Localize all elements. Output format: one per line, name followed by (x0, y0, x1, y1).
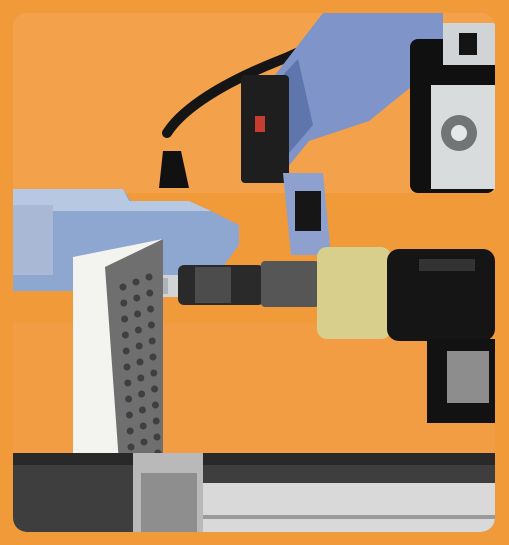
support-block (295, 191, 321, 231)
fixture-hole (147, 305, 155, 313)
fixture-hole (134, 310, 142, 318)
fixture-hole (151, 401, 159, 409)
fixture-hole (152, 417, 160, 425)
fixture-hole (125, 395, 133, 403)
fixture-hole (150, 369, 158, 377)
upper-arm-body (275, 13, 443, 173)
fixture-hole (125, 411, 133, 419)
fixture-hole (133, 294, 141, 302)
fixture-hole (153, 433, 161, 441)
fixture-hole (134, 326, 142, 334)
fixture-hole (149, 353, 157, 361)
fixture-hole (123, 363, 131, 371)
gold-collar (317, 247, 391, 339)
fixture-hole (119, 283, 127, 291)
fixture-hole (126, 427, 134, 435)
fixture-hole (147, 321, 155, 329)
rail-line (203, 515, 495, 519)
base-shadow (13, 453, 495, 465)
photo-frame (13, 13, 495, 532)
upper-arm-red-label (255, 116, 265, 132)
spindle-motor (387, 249, 495, 341)
blue-screen (13, 205, 53, 275)
fixture-hole (121, 331, 129, 339)
cable-strain-relief (159, 151, 189, 188)
fixture-hole (145, 273, 153, 281)
base-block (141, 473, 197, 532)
blue-table-top (13, 189, 211, 211)
right-lower-plate (447, 351, 489, 403)
fixture-hole (122, 347, 130, 355)
spindle-chuck-rings (195, 267, 231, 303)
white-fixture-side (105, 239, 163, 491)
fixture-hole (121, 315, 129, 323)
fixture-hole (138, 390, 146, 398)
fixture-hole (140, 438, 148, 446)
fixture-hole (132, 278, 140, 286)
floor-strip (203, 483, 495, 532)
spindle-motor-highlight (419, 259, 475, 271)
fixture-hole (148, 337, 156, 345)
fixture-hole (151, 385, 159, 393)
fixture-hole (139, 422, 147, 430)
fixture-hole (146, 289, 154, 297)
fixture-hole (135, 342, 143, 350)
right-head-knob-center (451, 125, 467, 141)
fixture-hole (136, 358, 144, 366)
fixture-hole (127, 443, 135, 451)
fixture-hole (120, 299, 128, 307)
fixture-holes (119, 273, 162, 467)
fixture-hole (138, 406, 146, 414)
fixture-hole (137, 374, 145, 382)
right-head-top-slot (459, 33, 477, 55)
spindle-collar (261, 261, 319, 307)
fixture-hole (124, 379, 132, 387)
machine-photo (13, 13, 495, 532)
